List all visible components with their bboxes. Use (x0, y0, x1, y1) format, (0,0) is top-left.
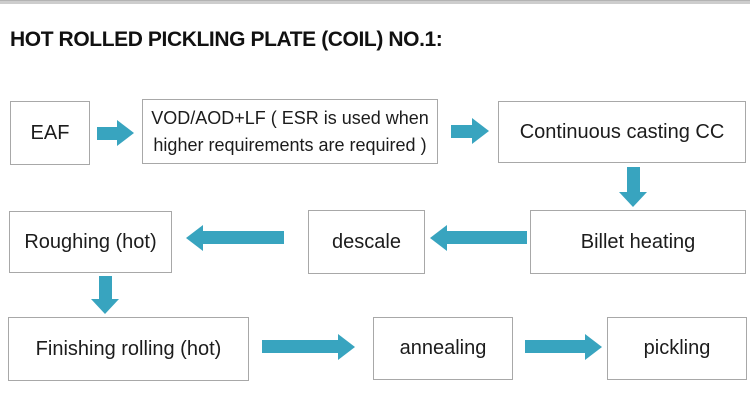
arrow-head (186, 224, 203, 251)
arrow-head (91, 299, 119, 314)
arrow-head (338, 333, 355, 360)
arrow-finishing-to-annealing-icon (262, 333, 355, 360)
arrow-vod-to-casting-icon (451, 118, 489, 144)
arrow-eaf-to-vod-icon (97, 120, 134, 146)
arrow-head (619, 192, 647, 207)
arrow-shaft (626, 167, 640, 192)
arrow-shaft (262, 340, 338, 353)
node-vod-aod-lf: VOD/AOD+LF ( ESR is used when higher req… (142, 99, 438, 164)
arrow-roughing-to-finishing-icon (91, 276, 119, 314)
node-billet-heating: Billet heating (530, 210, 746, 274)
page-title: HOT ROLLED PICKLING PLATE (COIL) NO.1: (10, 28, 443, 51)
node-pickling: pickling (607, 317, 747, 380)
arrow-shaft (203, 231, 284, 244)
arrow-head (430, 224, 447, 251)
top-divider-bar (0, 0, 750, 4)
node-eaf: EAF (10, 101, 90, 165)
arrow-head (585, 333, 602, 360)
node-roughing: Roughing (hot) (9, 211, 172, 273)
arrow-shaft (97, 126, 117, 140)
arrow-annealing-to-pickling-icon (525, 333, 602, 360)
arrow-shaft (525, 340, 585, 353)
arrow-billet-to-descale-icon (430, 224, 527, 251)
arrow-shaft (98, 276, 112, 299)
node-finishing-rolling: Finishing rolling (hot) (8, 317, 249, 381)
arrow-descale-to-roughing-icon (186, 224, 284, 251)
arrow-head (472, 118, 489, 144)
node-annealing: annealing (373, 317, 513, 380)
node-continuous-casting: Continuous casting CC (498, 101, 746, 163)
arrow-shaft (447, 231, 527, 244)
arrow-shaft (451, 124, 472, 138)
node-descale: descale (308, 210, 425, 274)
arrow-casting-to-billet-icon (619, 167, 647, 207)
arrow-head (117, 120, 134, 146)
